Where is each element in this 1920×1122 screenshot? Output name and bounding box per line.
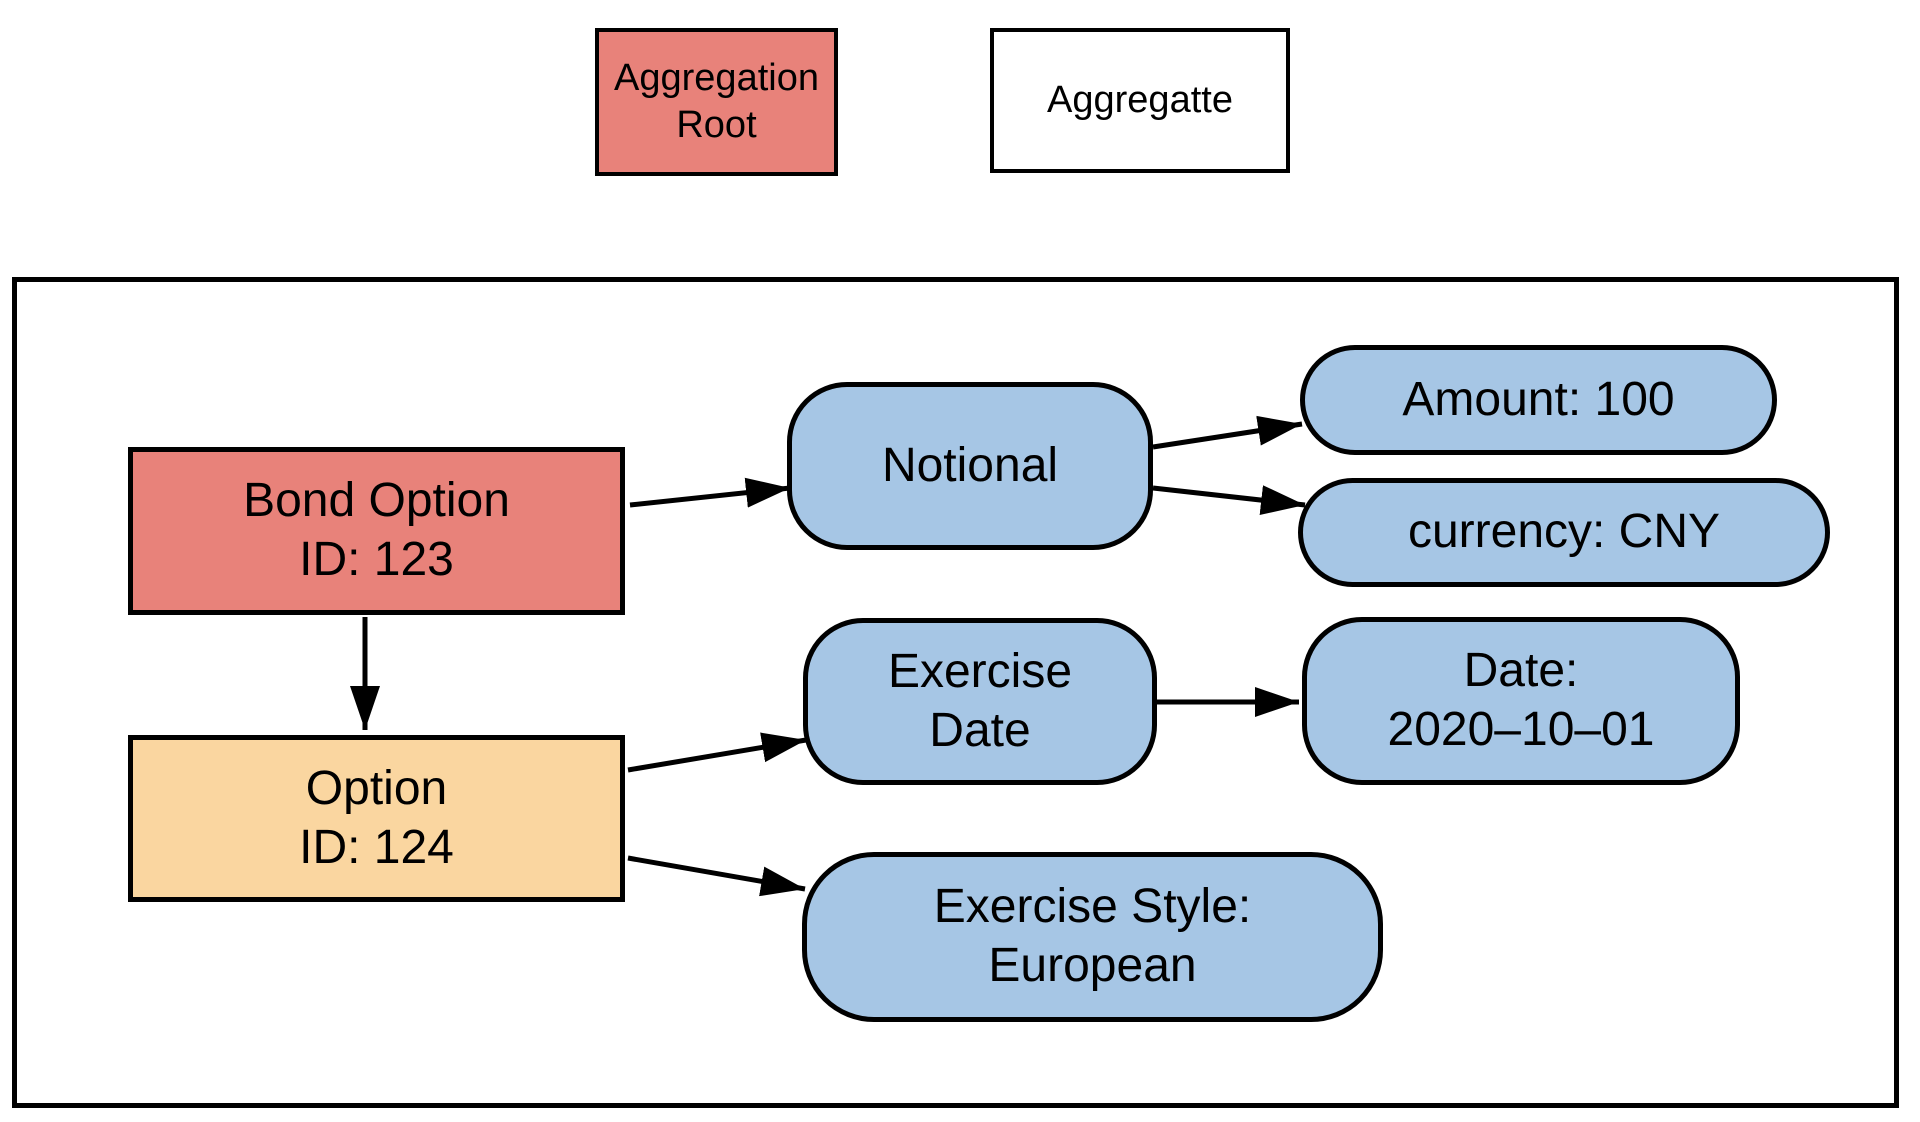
- node-notional-label: Notional: [881, 438, 1059, 492]
- node-currency: currency: CNY: [1298, 478, 1830, 587]
- node-option-label: Option ID: 124: [299, 761, 454, 874]
- node-bond-option: Bond Option ID: 123: [128, 447, 625, 615]
- legend-aggregation-root: Aggregation Root: [595, 28, 838, 176]
- legend-aggregate-label: Aggregatte: [1047, 78, 1233, 121]
- node-date-label: Date: 2020–10–01: [1387, 644, 1655, 756]
- node-currency-label: currency: CNY: [1407, 505, 1721, 559]
- legend-aggregate: Aggregatte: [990, 28, 1290, 173]
- node-exercise-style: Exercise Style: European: [802, 852, 1383, 1022]
- node-notional: Notional: [787, 382, 1153, 550]
- node-exercise-date: Exercise Date: [803, 618, 1157, 785]
- node-option: Option ID: 124: [128, 735, 625, 902]
- node-bond-option-label: Bond Option ID: 123: [243, 474, 510, 586]
- node-amount: Amount: 100: [1300, 345, 1777, 455]
- node-exercise-date-label: Exercise Date: [887, 644, 1073, 757]
- node-exercise-style-label: Exercise Style: European: [933, 880, 1252, 992]
- aggregate-boundary-box: [12, 277, 1899, 1108]
- node-date: Date: 2020–10–01: [1302, 617, 1740, 785]
- legend-aggregation-root-label: Aggregation Root: [614, 56, 819, 147]
- node-amount-label: Amount: 100: [1402, 372, 1675, 426]
